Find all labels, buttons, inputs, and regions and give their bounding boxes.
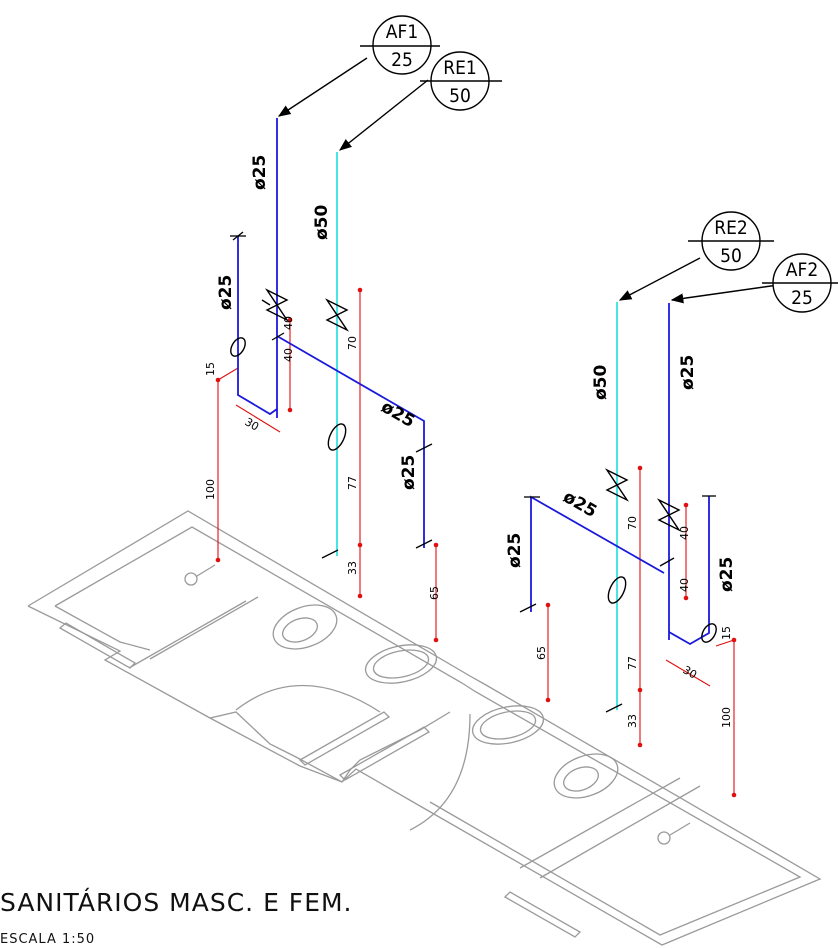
drawing-scale: ESCALA 1:50 <box>0 932 96 947</box>
leader-lines <box>277 57 779 304</box>
dimension-lines <box>217 290 735 795</box>
toilet-right-inner <box>563 766 599 792</box>
floor-plan <box>27 510 822 946</box>
door-leaf-3 <box>338 726 431 781</box>
label-right-branch-short: ø25 <box>717 557 737 592</box>
balloon-re1-bottom: 50 <box>449 85 471 107</box>
dim-r-30: 30 <box>681 663 700 681</box>
balloon-re1-top: RE1 <box>443 57 477 79</box>
outlet-right-mid <box>607 576 627 604</box>
label-left-riser-af: ø25 <box>250 155 270 190</box>
floor-outline <box>27 510 822 946</box>
corridor-wall <box>209 711 451 783</box>
balloon-re2: RE2 50 <box>688 211 774 271</box>
toilet-left-inner <box>282 617 318 643</box>
toilet-right <box>553 753 619 799</box>
dim-l-33: 33 <box>346 561 359 575</box>
drawing-title: SANITÁRIOS MASC. E FEM. <box>0 888 353 917</box>
valves <box>261 288 682 532</box>
water-pipes <box>237 118 710 646</box>
dim-r-40a: 40 <box>678 526 691 540</box>
fixture-points <box>230 337 717 643</box>
label-left-riser-re: ø50 <box>312 204 332 240</box>
door-leaf-2 <box>298 711 391 766</box>
balloon-re2-top: RE2 <box>714 217 748 239</box>
outlet-right-low <box>701 623 717 643</box>
label-left-horizontal: ø25 <box>378 397 419 432</box>
left-horizontal <box>276 335 425 548</box>
sink-right <box>471 705 545 745</box>
door-arc-left <box>235 684 381 713</box>
label-right-drop: ø25 <box>505 533 525 568</box>
floor-inner-outline <box>54 526 802 936</box>
dim-r-77: 77 <box>626 656 639 670</box>
balloon-af2-bottom: 25 <box>791 287 813 309</box>
partition-right <box>519 777 681 869</box>
valve-re2-icon <box>604 468 630 502</box>
dim-l-40a: 40 <box>282 316 295 330</box>
dim-r-65: 65 <box>535 646 548 660</box>
sink-right-inner <box>479 710 537 740</box>
label-right-riser-af: ø25 <box>678 355 698 390</box>
dim-l-100: 100 <box>204 479 217 500</box>
balloon-af1: AF1 25 <box>360 15 440 75</box>
right-branch <box>668 496 710 646</box>
left-branch <box>237 236 278 416</box>
floor-drain-right-pipe <box>669 822 691 836</box>
balloon-af1-top: AF1 <box>386 21 418 43</box>
dim-r-100: 100 <box>720 707 733 728</box>
dim-r-33: 33 <box>626 714 639 728</box>
door-leaf-4 <box>503 891 582 938</box>
balloon-af2-top: AF2 <box>786 259 818 281</box>
label-left-drop: ø25 <box>399 455 419 490</box>
dim-l-30: 30 <box>243 415 262 433</box>
balloon-af2: AF2 25 <box>762 253 838 313</box>
sink-left-inner <box>372 649 430 679</box>
dim-l-77: 77 <box>346 476 359 490</box>
toilet-left <box>272 604 338 650</box>
valve-af2-icon <box>656 498 682 532</box>
outlet-left-mid <box>327 423 347 451</box>
partition-left <box>149 596 259 660</box>
balloon-re2-bottom: 50 <box>720 245 742 267</box>
sink-left <box>364 644 438 684</box>
floor-drain-left-pipe <box>196 564 216 577</box>
floor-drain-left <box>184 572 198 586</box>
dim-r-70: 70 <box>626 516 639 530</box>
valve-af1-icon <box>264 288 290 322</box>
dim-r-40b: 40 <box>678 578 691 592</box>
floor-inner-left <box>54 605 151 651</box>
partition-left-2 <box>128 600 247 669</box>
door-arc-right <box>409 713 471 831</box>
pipe-labels: ø25 ø50 ø25 ø25 ø25 ø50 ø25 ø25 ø25 ø25 <box>216 155 737 592</box>
label-left-branch-short: ø25 <box>216 275 236 310</box>
balloon-af1-bottom: 25 <box>391 49 413 71</box>
door-leaf-1 <box>58 622 137 669</box>
dim-l-65: 65 <box>428 586 441 600</box>
floor-drain-right <box>657 831 671 845</box>
dimension-dots <box>215 287 737 798</box>
pipe-end-marks <box>230 231 716 713</box>
dim-l-15: 15 <box>204 362 217 376</box>
label-right-riser-re: ø50 <box>591 364 611 400</box>
valve-re1-icon <box>324 298 350 332</box>
dim-l-70: 70 <box>346 336 359 350</box>
dim-l-40b: 40 <box>282 348 295 362</box>
sewer-pipes <box>336 152 618 710</box>
partition-right-2 <box>539 785 701 879</box>
dim-r-15: 15 <box>720 626 733 640</box>
outlet-left-top <box>230 337 246 357</box>
balloon-re1: RE1 50 <box>420 51 502 111</box>
right-horizontal <box>530 495 665 612</box>
dimension-texts: 15 30 40 40 70 100 77 33 65 65 70 40 40 … <box>204 316 733 728</box>
